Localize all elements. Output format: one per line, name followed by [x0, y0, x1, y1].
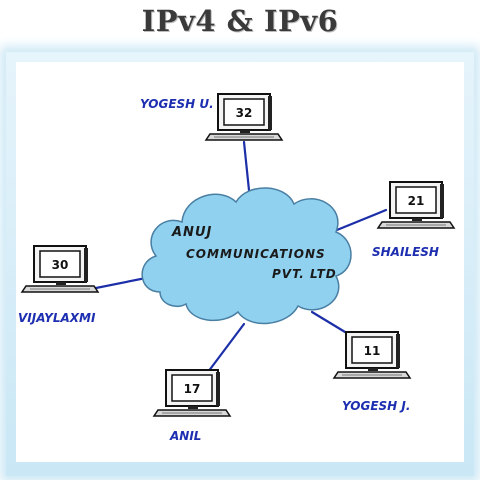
link-shailesh	[330, 208, 388, 234]
computer-label-anil: ANIL	[169, 429, 201, 443]
computer-number: 11	[364, 344, 381, 358]
cloud-text-line3: PVT. LTD	[272, 267, 337, 281]
computer-label-yogesh-u: YOGESH U.	[140, 97, 214, 111]
computer-number: 17	[184, 382, 201, 396]
computer-label-vijaylaxmi: VIJAYLAXMI	[18, 311, 96, 325]
cloud-shape	[141, 187, 352, 325]
computer-node-vijaylaxmi: 30	[21, 245, 99, 293]
computer-number: 30	[52, 258, 69, 272]
cloud: ANUJ COMMUNICATIONS PVT. LTD	[141, 187, 352, 325]
link-anil	[206, 322, 246, 374]
computer-label-shailesh: SHAILESH	[372, 245, 439, 259]
computer-node-yogesh-u: 32	[205, 93, 283, 141]
computer-label-yogesh-j: YOGESH J.	[342, 399, 410, 413]
computer-node-shailesh: 21	[377, 181, 455, 229]
cloud-text-line1: ANUJ	[171, 225, 212, 240]
computer-number: 21	[408, 194, 425, 208]
cloud-text-line2: COMMUNICATIONS	[186, 247, 326, 261]
computer-node-anil: 17	[153, 369, 231, 417]
link-yogesh-j	[310, 310, 352, 337]
slide-title: IPv4 & IPv6	[141, 4, 339, 38]
computer-number: 32	[236, 106, 253, 120]
computer-node-yogesh-j: 11	[333, 331, 411, 379]
